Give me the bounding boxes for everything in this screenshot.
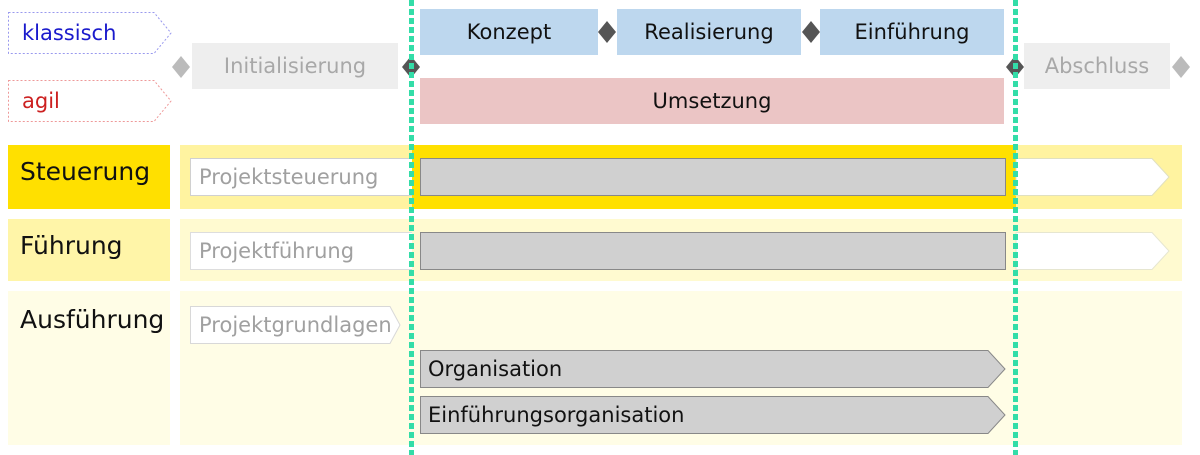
leadership-level-label-bg	[8, 219, 170, 281]
milestone-concept-end-diamond	[598, 21, 616, 43]
steering-level-label-bg	[8, 145, 170, 209]
level-steering-label: Steuerung	[20, 156, 151, 186]
activity-organization-shape	[420, 350, 1006, 388]
phase-realization: Realisierung	[617, 9, 801, 55]
phase-closure: Abschluss	[1024, 43, 1170, 89]
level-execution-label: Ausführung	[20, 304, 165, 334]
steering-grey-bar	[420, 158, 1006, 196]
classic-method-label: klassisch	[22, 21, 117, 45]
phase-divider-left	[409, 0, 414, 455]
level-leadership-label: Führung	[20, 230, 123, 260]
phase-introduction: Einführung	[820, 9, 1004, 55]
activity-introduction-organization-shape	[420, 396, 1006, 434]
milestone-final-diamond	[1172, 56, 1190, 78]
activity-organization-label: Organisation	[428, 357, 563, 381]
leadership-grey-bar	[420, 232, 1006, 270]
phase-divider-right	[1013, 0, 1018, 455]
classic-method-shape	[8, 12, 172, 54]
execution-level-label-bg	[8, 291, 170, 445]
steering-closure-arrow	[1015, 158, 1170, 196]
activity-project-foundations-shape	[190, 306, 401, 344]
phase-concept: Konzept	[420, 9, 598, 55]
agile-method-label: agil	[22, 89, 60, 113]
agile-method-shape	[8, 80, 172, 122]
milestone-realization-end-diamond	[802, 21, 820, 43]
activity-project-steering: Projektsteuerung	[190, 158, 412, 196]
activity-project-leadership: Projektführung	[190, 232, 412, 270]
phase-implementation: Umsetzung	[420, 78, 1004, 124]
phase-initialization: Initialisierung	[192, 43, 398, 89]
milestone-start-diamond	[172, 56, 190, 78]
activity-introduction-organization-label: Einführungsorganisation	[428, 403, 685, 427]
activity-project-foundations-label: Projektgrundlagen	[199, 313, 392, 337]
leadership-closure-arrow	[1015, 232, 1170, 270]
